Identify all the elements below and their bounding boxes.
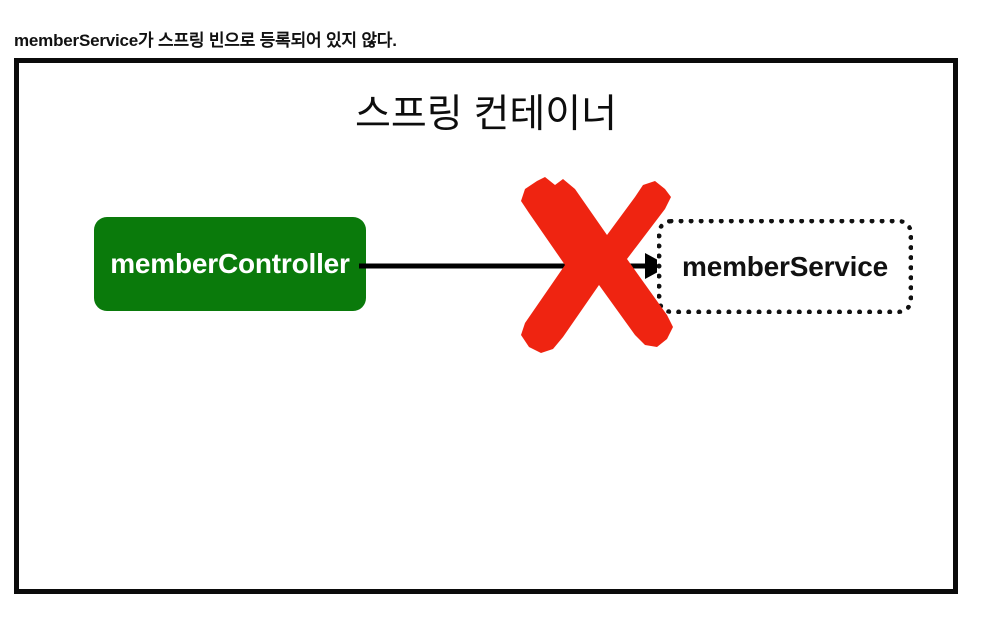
node-member-controller-label: memberController <box>110 248 350 279</box>
spring-container-frame: 스프링 컨테이너 memberController memberService <box>14 58 958 594</box>
edge-controller-to-service <box>359 253 669 279</box>
page-caption: memberService가 스프링 빈으로 등록되어 있지 않다. <box>14 31 397 50</box>
spring-container-title: 스프링 컨테이너 <box>355 93 617 136</box>
node-member-service[interactable]: memberService <box>657 219 913 314</box>
diagram-stage: memberController memberService <box>19 63 953 589</box>
node-member-service-label: memberService <box>682 250 888 282</box>
node-member-controller[interactable]: memberController <box>94 217 366 311</box>
